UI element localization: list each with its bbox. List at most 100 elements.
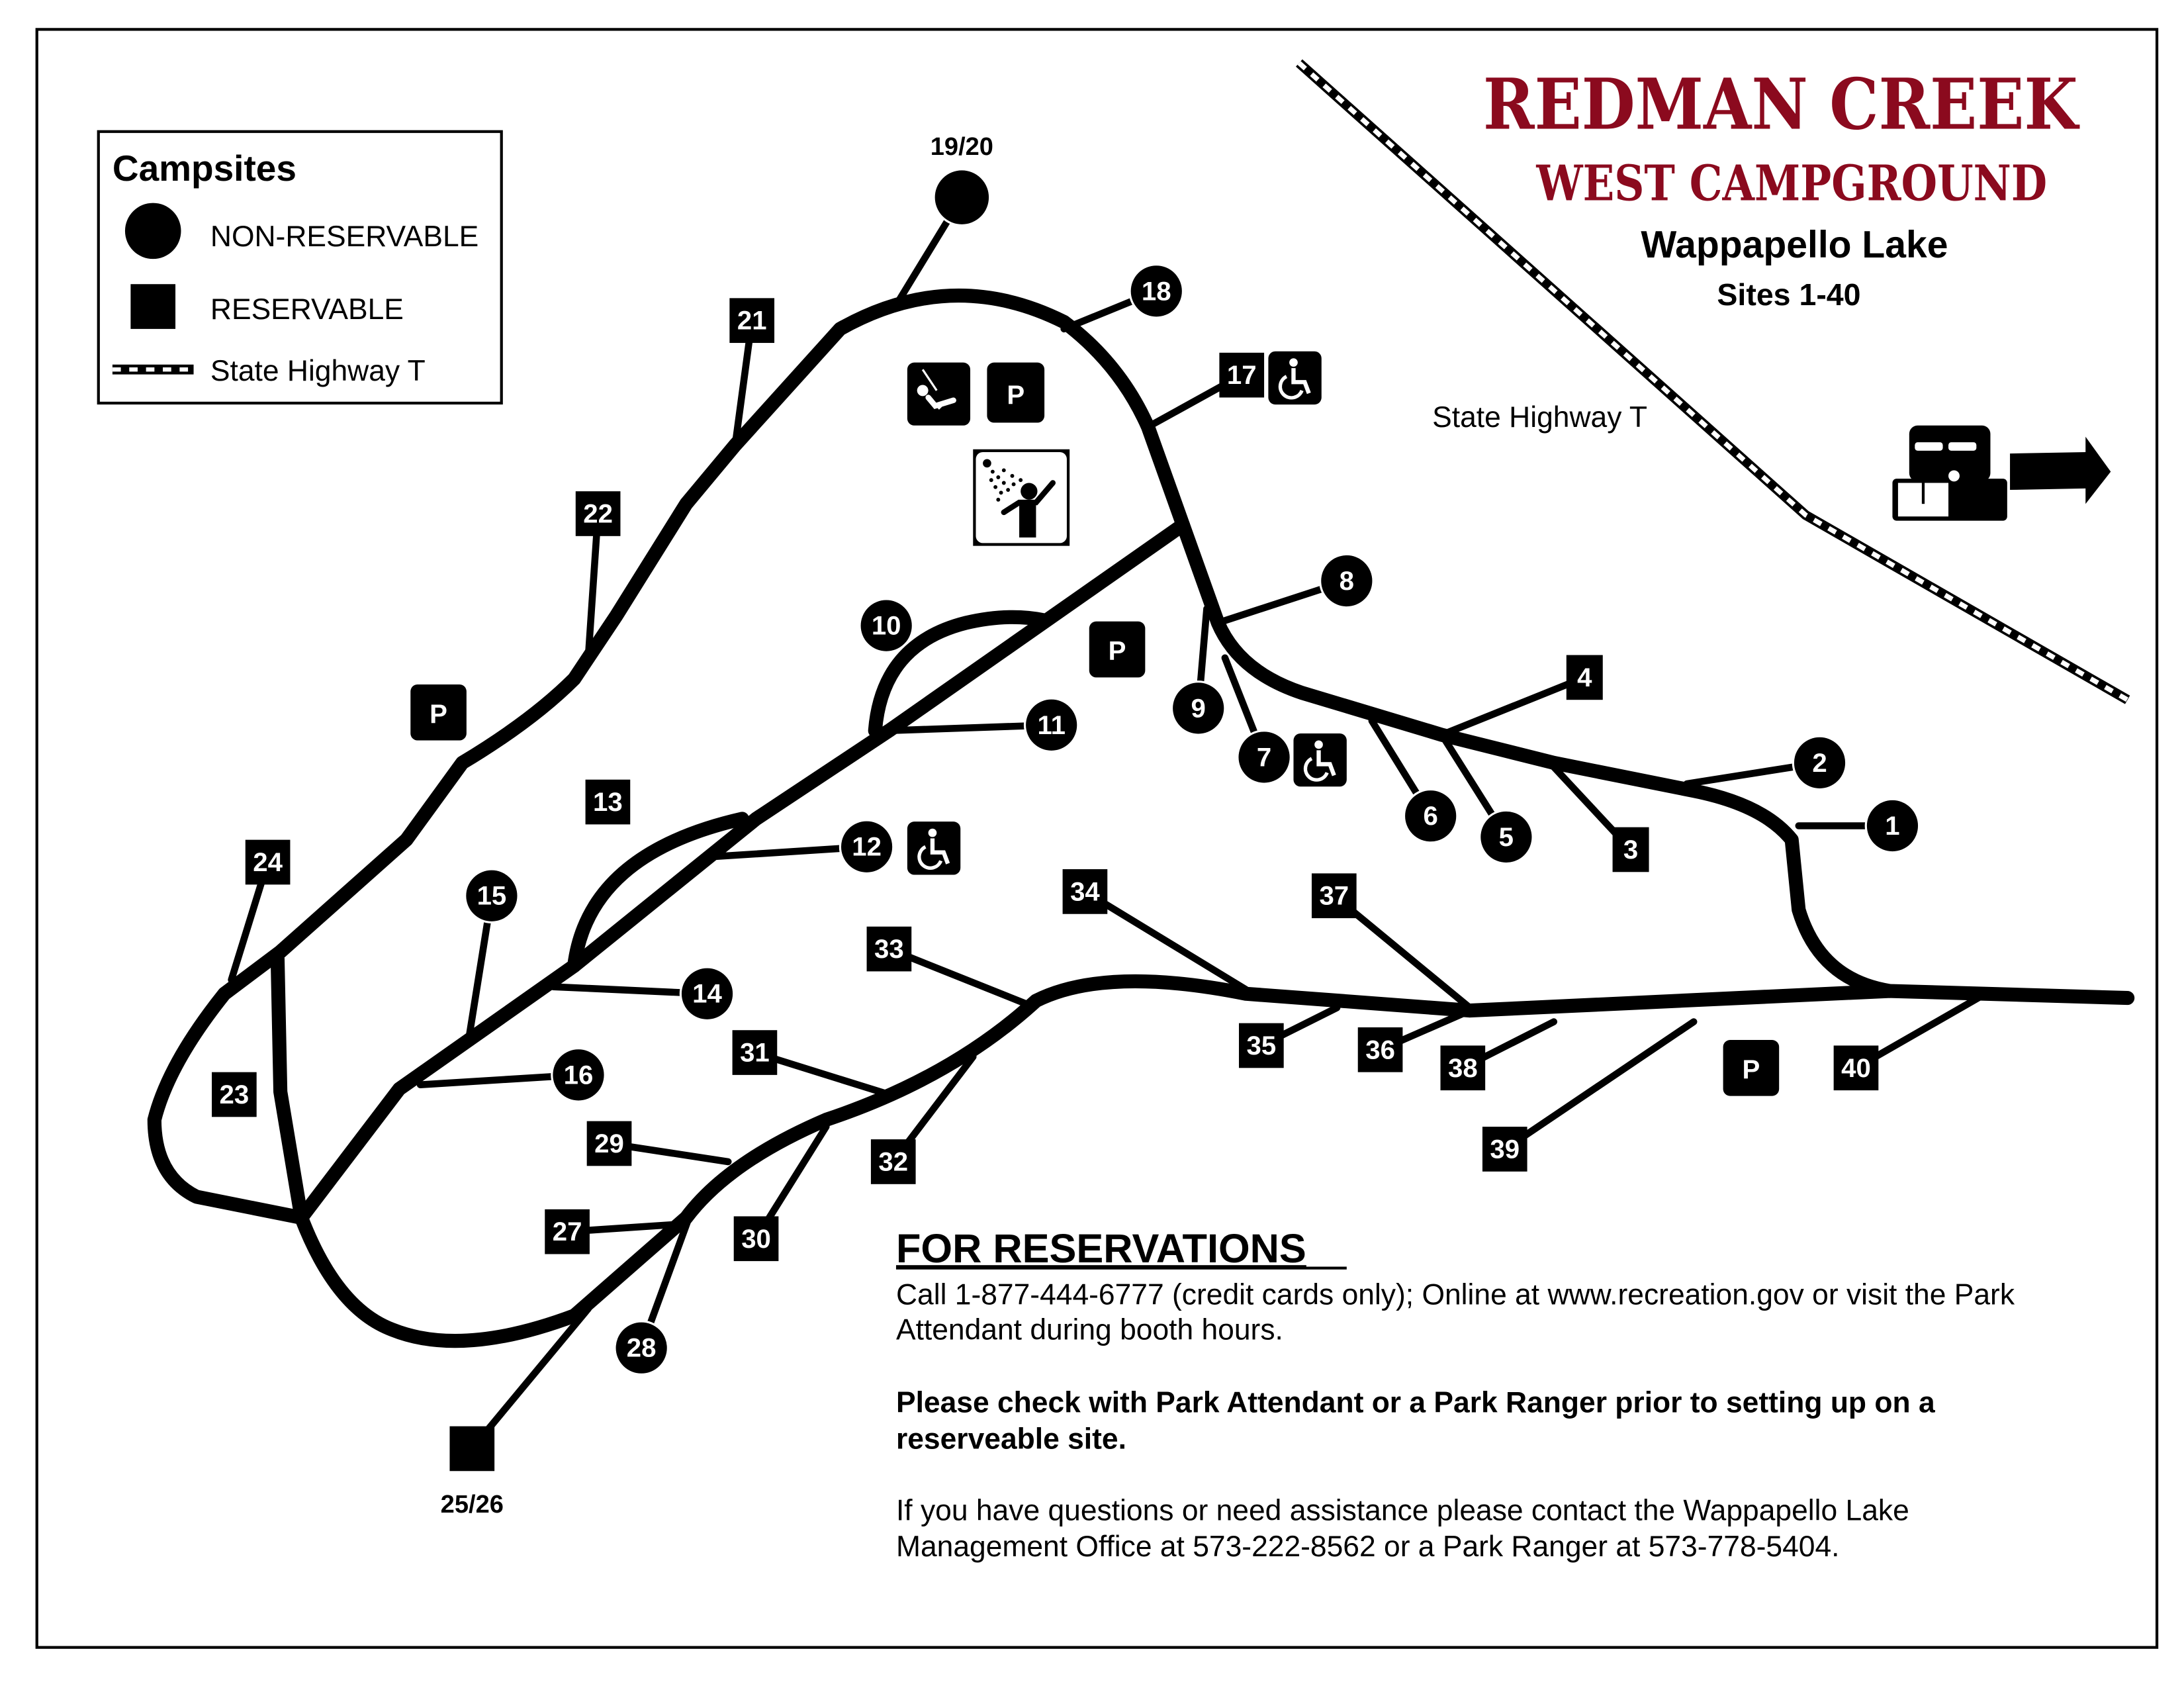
non-reservable-marker[interactable]	[1128, 263, 1185, 319]
parking-sign[interactable]: P	[987, 362, 1045, 423]
reservable-marker[interactable]	[733, 1216, 779, 1262]
campsite-7[interactable]: 7	[1236, 729, 1292, 785]
campsite-32[interactable]: 32	[870, 1139, 916, 1184]
campsite-24[interactable]: 24	[245, 839, 291, 885]
campsite-14[interactable]: 14	[679, 966, 735, 1022]
site-number: 2	[1812, 748, 1827, 778]
non-reservable-marker[interactable]	[1479, 809, 1534, 865]
reservable-marker[interactable]	[449, 1426, 495, 1472]
contact-line2: Management Office at 573-222-8562 or a P…	[896, 1530, 1840, 1563]
campsite-34[interactable]: 34	[1062, 869, 1108, 914]
parking-sign[interactable]: P	[1723, 1040, 1780, 1096]
non-reservable-marker[interactable]	[464, 868, 520, 923]
campsite-27[interactable]: 27	[545, 1209, 590, 1254]
site-spur-road	[1438, 674, 1588, 739]
campsite-16[interactable]: 16	[551, 1047, 606, 1103]
reservable-marker[interactable]	[870, 1139, 916, 1184]
site-number: 12	[852, 832, 882, 862]
campsite-40[interactable]: 40	[1833, 1045, 1879, 1091]
wheelchair-accessible-icon	[1268, 351, 1322, 405]
non-reservable-marker[interactable]	[933, 168, 991, 227]
non-reservable-marker[interactable]	[551, 1047, 606, 1103]
campsite-30[interactable]: 30	[733, 1216, 779, 1262]
reservable-marker[interactable]	[586, 1121, 632, 1166]
reservable-marker[interactable]	[1239, 1023, 1284, 1068]
reservable-marker[interactable]	[729, 298, 775, 344]
campsite-39[interactable]: 39	[1482, 1127, 1527, 1172]
non-reservable-marker[interactable]	[1170, 680, 1226, 736]
site-spur-road	[584, 510, 602, 662]
reservable-marker[interactable]	[1833, 1045, 1879, 1091]
campsite-37[interactable]: 37	[1311, 873, 1357, 919]
campsite-31[interactable]: 31	[732, 1030, 778, 1075]
reservable-marker[interactable]	[1311, 873, 1357, 919]
reservable-marker[interactable]	[1357, 1027, 1403, 1072]
site-number: 37	[1319, 881, 1349, 911]
campsite-23[interactable]: 23	[212, 1072, 257, 1117]
campsite-29[interactable]: 29	[586, 1121, 632, 1166]
non-reservable-marker[interactable]	[614, 1320, 669, 1376]
campsite-15[interactable]: 15	[464, 868, 520, 923]
campsite-38[interactable]: 38	[1440, 1045, 1486, 1091]
campsite-2[interactable]: 2	[1792, 735, 1848, 791]
site-spur-road	[469, 1305, 592, 1452]
campsite-25-26[interactable]: 25/26	[441, 1426, 504, 1519]
dump-station-icon[interactable]	[1892, 425, 2007, 521]
site-number: 21	[737, 306, 767, 336]
site-spur-road	[886, 945, 1033, 1009]
non-reservable-marker[interactable]	[1023, 697, 1079, 753]
legend-heading: Campsites	[113, 148, 296, 189]
campsite-4[interactable]: 4	[1566, 655, 1603, 700]
campsite-3[interactable]: 3	[1612, 827, 1649, 872]
reservable-marker[interactable]	[585, 779, 631, 825]
campsite-6[interactable]: 6	[1402, 788, 1459, 844]
contact-line1: If you have questions or need assistance…	[896, 1494, 1909, 1526]
parking-areas: P P P	[410, 621, 1780, 1096]
non-reservable-marker[interactable]	[1864, 798, 1921, 854]
campsite-9[interactable]: 9	[1170, 680, 1226, 736]
campsite-22[interactable]: 22	[575, 491, 621, 536]
campsite-28[interactable]: 28	[614, 1320, 669, 1376]
parking-sign[interactable]: P	[410, 684, 467, 741]
campsite-36[interactable]: 36	[1357, 1027, 1403, 1072]
campsite-1[interactable]: 1	[1864, 798, 1921, 854]
reservable-marker[interactable]	[212, 1072, 257, 1117]
non-reservable-marker[interactable]	[679, 966, 735, 1022]
campsite-35[interactable]: 35	[1239, 1023, 1284, 1068]
campsite-8[interactable]: 8	[1319, 553, 1375, 609]
reservable-marker[interactable]	[866, 926, 912, 972]
reservable-marker[interactable]	[1566, 655, 1603, 700]
reservable-marker[interactable]	[575, 491, 621, 536]
reservable-marker[interactable]	[1612, 827, 1649, 872]
highway-label: State Highway T	[1432, 401, 1647, 434]
campsite-33[interactable]: 33	[866, 926, 912, 972]
campsite-5[interactable]: 5	[1479, 809, 1534, 865]
title-line1: REDMAN CREEK	[1483, 64, 2080, 146]
non-reservable-marker[interactable]	[839, 819, 895, 874]
campsite-11[interactable]: 11	[1023, 697, 1079, 753]
reservable-marker[interactable]	[245, 839, 291, 885]
campsite-21[interactable]: 21	[729, 298, 775, 344]
campsite-19-20[interactable]: 19/20	[931, 133, 993, 227]
campsite-12[interactable]: 12	[839, 819, 895, 874]
campsite-13[interactable]: 13	[585, 779, 631, 825]
non-reservable-marker[interactable]	[1402, 788, 1459, 844]
campsite-17[interactable]: 17	[1219, 352, 1265, 398]
shower-icon[interactable]	[973, 449, 1070, 546]
campsite-10[interactable]: 10	[858, 598, 914, 653]
reservable-marker[interactable]	[1062, 869, 1108, 914]
reservable-marker[interactable]	[1219, 352, 1265, 398]
non-reservable-marker[interactable]	[1236, 729, 1292, 785]
campsite-18[interactable]: 18	[1128, 263, 1185, 319]
site-number: 36	[1365, 1035, 1395, 1064]
parking-sign[interactable]: P	[1089, 621, 1146, 678]
non-reservable-marker[interactable]	[858, 598, 914, 653]
site-number: 22	[583, 498, 613, 528]
reservable-marker[interactable]	[732, 1030, 778, 1075]
playground-swing-icon[interactable]	[907, 362, 971, 426]
reservable-marker[interactable]	[1440, 1045, 1486, 1091]
reservable-marker[interactable]	[545, 1209, 590, 1254]
non-reservable-marker[interactable]	[1792, 735, 1848, 791]
reservable-marker[interactable]	[1482, 1127, 1527, 1172]
non-reservable-marker[interactable]	[1319, 553, 1375, 609]
